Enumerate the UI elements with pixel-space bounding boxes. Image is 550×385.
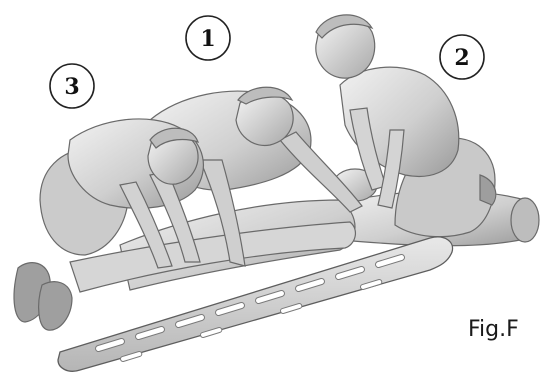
marker-3-label: 3: [64, 74, 79, 100]
rescuer-3-figure: [14, 119, 203, 330]
marker-1-label: 1: [200, 26, 215, 52]
marker-1: 1: [186, 16, 230, 60]
marker-3: 3: [50, 64, 94, 108]
figure-caption: Fig.F: [468, 317, 519, 342]
marker-2: 2: [440, 35, 484, 79]
marker-2-label: 2: [454, 45, 469, 71]
